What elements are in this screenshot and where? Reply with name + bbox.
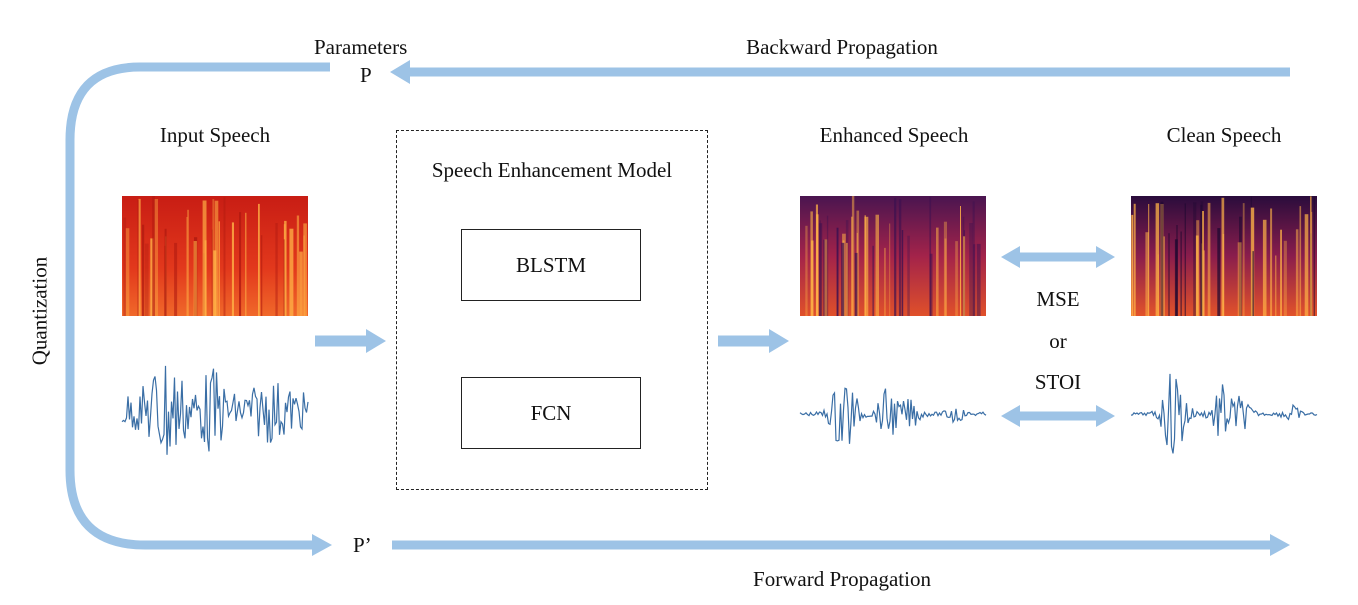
parameter-p-label: P (360, 63, 372, 87)
backward-arrow-head (390, 60, 410, 84)
input-waveform (121, 365, 309, 455)
quantization-loop-arrow (65, 62, 330, 550)
forward-propagation-label: Forward Propagation (753, 567, 931, 591)
clean-waveform (1130, 373, 1318, 454)
clean-spectrogram (1131, 196, 1317, 317)
input-speech-label: Input Speech (159, 123, 271, 147)
backward-propagation-label: Backward Propagation (746, 35, 938, 59)
wave-compare-head-right (1096, 405, 1115, 427)
blstm-label: BLSTM (515, 252, 586, 277)
quantization-label: Quantization (27, 256, 52, 366)
enhanced-spectrogram (800, 196, 986, 316)
enhanced-waveform (799, 387, 987, 444)
model-title: Speech Enhancement Model (431, 158, 673, 182)
blstm-box: BLSTM (461, 229, 641, 301)
clean-speech-label: Clean Speech (1166, 123, 1282, 147)
spec-compare-head-left (1001, 246, 1020, 268)
input-spectrogram (122, 196, 308, 316)
input-arrow-head (366, 329, 386, 353)
mse-label: MSE (1036, 287, 1080, 311)
output-arrow-head (769, 329, 789, 353)
stoi-label: STOI (1034, 370, 1082, 394)
forward-arrow-head (1270, 534, 1290, 556)
enhanced-speech-label: Enhanced Speech (819, 123, 969, 147)
or-label: or (1049, 329, 1067, 353)
parameter-p-prime-label: P’ (353, 533, 372, 557)
wave-compare-head-left (1001, 405, 1020, 427)
parameters-label: Parameters (314, 35, 408, 59)
fcn-label: FCN (530, 400, 572, 425)
speech-enhancement-model-box: Speech Enhancement Model BLSTM FCN (396, 130, 708, 490)
quantization-arrow-head (312, 534, 332, 556)
spec-compare-head-right (1096, 246, 1115, 268)
fcn-box: FCN (461, 377, 641, 449)
